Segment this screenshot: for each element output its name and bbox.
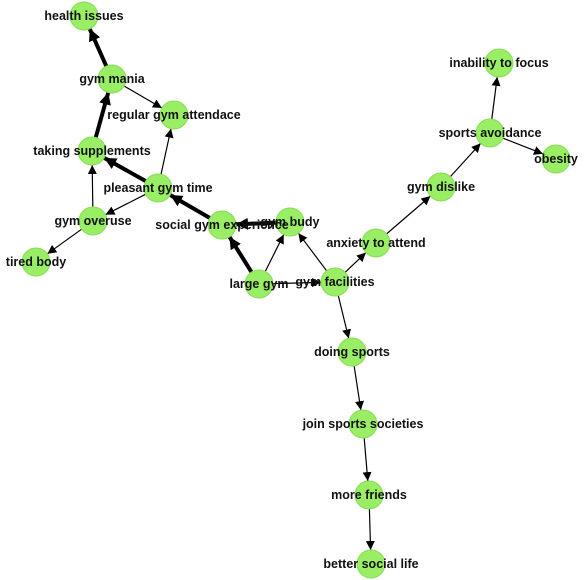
node-gym-overuse[interactable] [78, 206, 108, 236]
edge-pleasant-gym-time-to-regular-gym-attendace [160, 128, 174, 175]
node-label-join-sports-societies: join sports societies [302, 417, 424, 431]
edge-gym-mania-to-health-issues [87, 27, 109, 68]
node-label-better-social-life: better social life [323, 557, 418, 571]
node-label-anxiety-to-attend: anxiety to attend [326, 236, 425, 250]
node-gym-budy[interactable] [275, 207, 305, 237]
node-circle-gym-mania [97, 64, 127, 94]
node-social-gym-experience[interactable] [207, 210, 237, 240]
node-large-gym[interactable] [244, 269, 274, 299]
node-circle-anxiety-to-attend [361, 228, 391, 258]
node-circle-health-issues [69, 1, 99, 31]
node-circle-pleasant-gym-time [143, 173, 173, 203]
node-label-taking-supplements: taking supplements [33, 144, 150, 158]
node-circle-join-sports-societies [348, 409, 378, 439]
edge-gym-overuse-to-tired-body [47, 228, 82, 255]
node-gym-facilities[interactable] [320, 267, 350, 297]
node-label-pleasant-gym-time: pleasant gym time [103, 181, 212, 195]
edge-anxiety-to-attend-to-gym-dislike [386, 195, 431, 235]
edge-social-gym-experience-to-pleasant-gym-time [169, 193, 211, 220]
edge-pleasant-gym-time-to-gym-overuse [105, 193, 146, 216]
label-layer: health issues gym mania regular gym attend… [6, 9, 578, 571]
node-label-gym-dislike: gym dislike [407, 180, 475, 194]
edge-large-gym-to-social-gym-experience [227, 235, 254, 274]
edge-taking-supplements-to-gym-mania [93, 91, 111, 139]
node-circle-obesity [541, 144, 571, 174]
node-label-gym-mania: gym mania [79, 72, 145, 86]
node-label-doing-sports: doing sports [314, 345, 390, 359]
edge-pleasant-gym-time-to-taking-supplements [103, 156, 147, 183]
edge-large-gym-to-gym-facilities [272, 278, 322, 288]
node-circle-gym-overuse [78, 206, 108, 236]
node-label-large-gym: large gym [229, 277, 288, 291]
node-obesity[interactable] [541, 144, 571, 174]
node-circle-better-social-life [356, 549, 386, 579]
node-label-more-friends: more friends [331, 488, 407, 502]
node-label-regular-gym-attendace: regular gym attendace [107, 108, 240, 122]
node-label-inability-to-focus: inability to focus [449, 56, 548, 70]
node-more-friends[interactable] [354, 480, 384, 510]
node-circle-gym-dislike [426, 172, 456, 202]
node-layer [21, 1, 571, 579]
node-label-health-issues: health issues [44, 9, 123, 23]
node-health-issues[interactable] [69, 1, 99, 31]
node-circle-large-gym [244, 269, 274, 299]
node-sports-avoidance[interactable] [475, 118, 505, 148]
edge-gym-facilities-to-doing-sports [337, 295, 351, 339]
edge-join-sports-societies-to-more-friends [362, 437, 372, 482]
edge-doing-sports-to-join-sports-societies [353, 365, 364, 411]
node-regular-gym-attendace[interactable] [159, 100, 189, 130]
node-circle-sports-avoidance [475, 118, 505, 148]
edge-gym-facilities-to-anxiety-to-attend [344, 252, 367, 273]
edge-gym-facilities-to-gym-budy [297, 232, 328, 272]
node-label-obesity: obesity [534, 152, 578, 166]
node-gym-dislike[interactable] [426, 172, 456, 202]
node-join-sports-societies[interactable] [348, 409, 378, 439]
edge-sports-avoidance-to-inability-to-focus [491, 76, 501, 120]
edge-gym-dislike-to-sports-avoidance [449, 142, 482, 178]
node-anxiety-to-attend[interactable] [361, 228, 391, 258]
node-inability-to-focus[interactable] [484, 48, 514, 78]
node-label-gym-budy: gym budy [260, 215, 319, 229]
node-circle-tired-body [21, 247, 51, 277]
edge-large-gym-to-gym-budy [264, 234, 285, 272]
node-circle-inability-to-focus [484, 48, 514, 78]
node-tired-body[interactable] [21, 247, 51, 277]
node-circle-doing-sports [337, 337, 367, 367]
node-gym-mania[interactable] [97, 64, 127, 94]
edge-gym-overuse-to-taking-supplements [87, 164, 97, 208]
edge-gym-mania-to-regular-gym-attendace [123, 85, 163, 109]
node-circle-social-gym-experience [207, 210, 237, 240]
edge-gym-budy-to-social-gym-experience [235, 217, 277, 230]
node-circle-regular-gym-attendace [159, 100, 189, 130]
node-label-sports-avoidance: sports avoidance [439, 126, 542, 140]
node-circle-more-friends [354, 480, 384, 510]
node-taking-supplements[interactable] [77, 136, 107, 166]
node-label-gym-facilities: gym facilities [295, 275, 374, 289]
edge-layer [47, 27, 544, 551]
node-circle-gym-budy [275, 207, 305, 237]
edge-sports-avoidance-to-obesity [502, 137, 544, 155]
node-label-tired-body: tired body [6, 255, 66, 269]
node-circle-gym-facilities [320, 267, 350, 297]
node-circle-taking-supplements [77, 136, 107, 166]
node-label-gym-overuse: gym overuse [54, 214, 131, 228]
node-better-social-life[interactable] [356, 549, 386, 579]
edge-more-friends-to-better-social-life [365, 508, 375, 551]
node-pleasant-gym-time[interactable] [143, 173, 173, 203]
node-label-social-gym-experience: social gym experience [155, 218, 288, 232]
node-doing-sports[interactable] [337, 337, 367, 367]
